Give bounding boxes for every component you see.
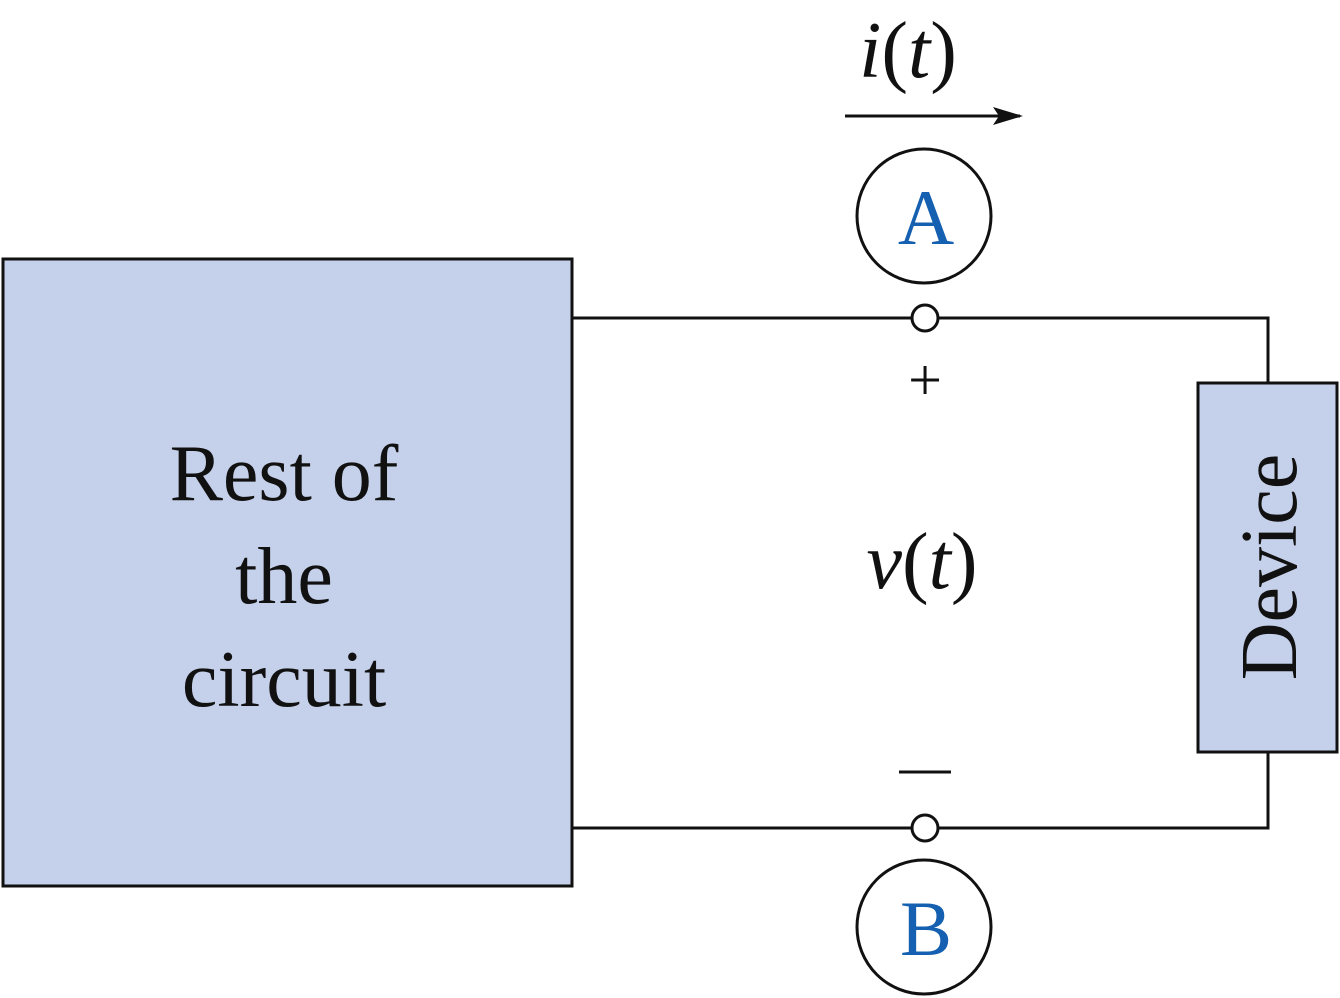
voltage-symbol: v xyxy=(866,518,902,606)
current-variable: t xyxy=(908,7,932,95)
voltage-variable: t xyxy=(929,518,953,606)
device-label: Device xyxy=(1226,454,1314,681)
node-a-label: A xyxy=(898,174,954,261)
current-label: i(t) xyxy=(859,7,957,95)
block-label-line-3: circuit xyxy=(182,636,386,724)
voltage-plus-sign: + xyxy=(908,347,942,413)
voltage-paren-open: ( xyxy=(902,518,929,606)
terminal-a xyxy=(910,303,940,333)
top-wire-right xyxy=(938,316,1270,383)
terminal-b xyxy=(910,813,940,843)
node-b-circle xyxy=(855,858,993,996)
rest-of-circuit-block xyxy=(1,257,574,888)
device-box xyxy=(1196,381,1339,754)
node-a-circle xyxy=(855,147,993,285)
block-label-line-1: Rest of xyxy=(170,430,399,518)
voltage-label: v(t) xyxy=(866,518,977,606)
current-symbol: i xyxy=(859,7,881,95)
voltage-paren-close: ) xyxy=(951,518,978,606)
current-paren-open: ( xyxy=(881,7,908,95)
bottom-wire-right xyxy=(938,752,1270,830)
block-label-line-2: the xyxy=(235,533,333,621)
node-b-label: B xyxy=(900,885,952,972)
current-paren-close: ) xyxy=(930,7,957,95)
